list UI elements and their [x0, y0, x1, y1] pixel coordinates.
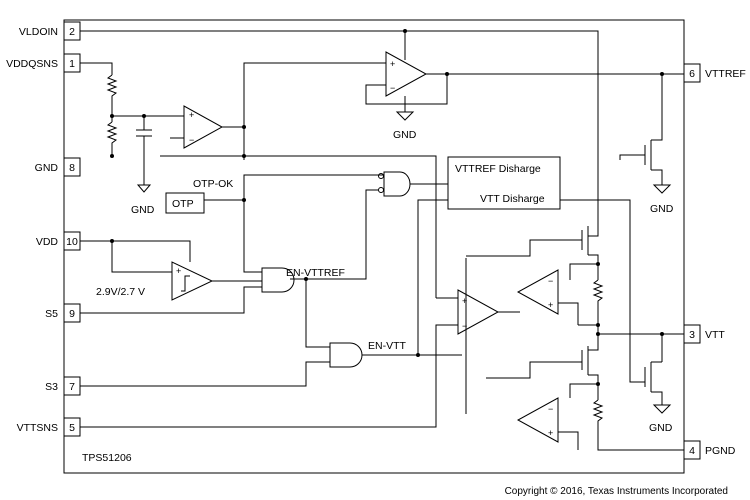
device-boundary: [63, 19, 685, 474]
pin-gnd: 8 GND: [35, 157, 81, 177]
pin-vtt: 3 VTT: [683, 324, 725, 344]
vtt-low-side-fet: [486, 334, 684, 451]
pin-label: VTT: [705, 329, 725, 341]
vttref-amp: + − GND: [365, 51, 684, 141]
pin-number: 1: [69, 58, 75, 70]
pin-label: VLDOIN: [19, 26, 58, 38]
pin-s3: 7 S3: [45, 376, 81, 396]
amp-minus: −: [548, 276, 553, 286]
discharge-block: VTTREF Disharge VTT Disharge: [447, 156, 645, 383]
amp-plus: +: [548, 428, 553, 438]
pin-label: PGND: [705, 445, 736, 457]
gnd-label: GND: [393, 129, 417, 141]
amp-plus: +: [176, 266, 181, 276]
current-amp-upper: − +: [516, 269, 579, 325]
otp-box: [165, 192, 205, 214]
pin-number: 9: [69, 308, 75, 320]
resistor-ls: [592, 399, 684, 451]
pin-vttsns: 5 VTTSNS: [17, 417, 81, 437]
pin-vddqsns: 1 VDDQSNS: [6, 53, 81, 73]
pin-label: VDDQSNS: [6, 58, 58, 70]
pin-label: GND: [35, 162, 59, 174]
otp-ok-label: OTP-OK: [193, 178, 233, 190]
pin-vttref: 6 VTTREF: [683, 63, 746, 83]
pin-s5: 9 S5: [45, 303, 81, 323]
pin-number: 8: [69, 162, 75, 174]
pin-number: 10: [66, 236, 78, 248]
vtt-error-amp: + −: [80, 258, 520, 428]
en-vttref-label: EN-VTTREF: [286, 267, 345, 279]
vtt-node: [578, 323, 684, 362]
amp-minus: −: [390, 83, 395, 93]
pin-label: S5: [45, 308, 58, 320]
resistor-hs: [592, 279, 604, 325]
copyright: Copyright © 2016, Texas Instruments Inco…: [505, 486, 728, 497]
vttref-discharge-fet: GND: [619, 74, 674, 215]
amp-minus: −: [189, 135, 194, 145]
en-vtt-label: EN-VTT: [368, 340, 407, 352]
vldoin-rail: [80, 29, 599, 230]
gnd-label: GND: [650, 203, 674, 215]
amp-minus: −: [462, 321, 467, 331]
gnd-line: [160, 155, 437, 298]
vddqsns-divider: GND: [80, 62, 184, 216]
current-amp-lower: − +: [516, 397, 579, 450]
amp-minus: −: [548, 404, 553, 414]
uvlo-label: 2.9V/2.7 V: [96, 286, 145, 298]
pin-vdd: 10 VDD: [36, 231, 81, 251]
pin-number: 3: [689, 329, 695, 341]
discharge-gate: [290, 171, 448, 280]
pin-label: VTTREF: [705, 68, 746, 80]
resistor-bottom: [106, 121, 118, 155]
buffer-amp-1: + −: [170, 62, 386, 160]
pin-label: VTTSNS: [17, 422, 58, 434]
gnd-label: GND: [649, 422, 673, 434]
pin-vldoin: 2 VLDOIN: [19, 21, 81, 41]
uvlo-comparator: [171, 261, 214, 301]
pin-number: 7: [69, 381, 75, 393]
pin-label: VDD: [36, 236, 59, 248]
vtt-discharge-fet: GND: [644, 361, 673, 434]
amp-plus: +: [390, 59, 395, 69]
pin-number: 6: [689, 68, 695, 80]
en-vtt-gate: EN-VTT: [80, 199, 462, 387]
pin-number: 5: [69, 422, 75, 434]
otp-label: OTP: [172, 198, 194, 210]
vtt-discharge-label: VTT Disharge: [480, 193, 545, 205]
pin-number: 2: [69, 26, 75, 38]
en-vttref-gate: EN-VTTREF: [80, 267, 345, 348]
amp-plus: +: [548, 300, 553, 310]
gnd-label: GND: [131, 204, 155, 216]
pin-label: S3: [45, 381, 58, 393]
pin-pgnd: 4 PGND: [683, 440, 736, 460]
amp-plus: +: [189, 110, 194, 120]
otp-section: OTP-OK OTP: [165, 174, 384, 273]
chip-name: TPS51206: [82, 452, 132, 464]
resistor-top: [106, 74, 118, 110]
amp-plus: +: [462, 296, 467, 306]
vttref-discharge-label: VTTREF Disharge: [455, 163, 541, 175]
pin-number: 4: [689, 445, 695, 457]
uvlo-section: + 2.9V/2.7 V: [80, 239, 262, 301]
vtt-high-side-fet: [466, 226, 604, 325]
